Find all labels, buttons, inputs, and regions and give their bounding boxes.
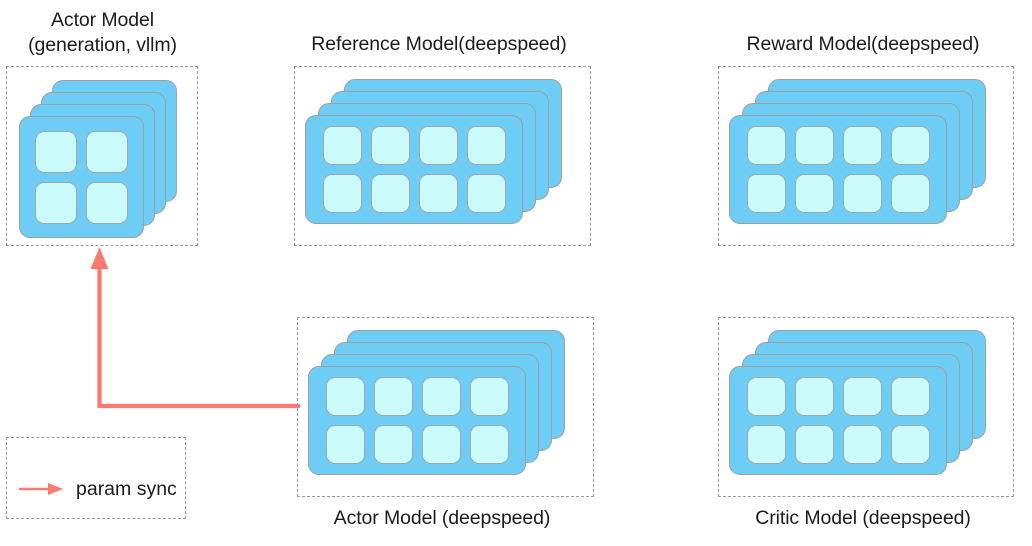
card-stack-reward[interactable] [718,66,1014,246]
card-cell [421,425,461,464]
arrow-right-icon [19,483,63,495]
card-cell [842,377,882,416]
card-cell [842,425,882,464]
card-cell [746,377,786,416]
legend-boundary [6,437,186,519]
card-front[interactable] [19,116,144,238]
card-cell [469,425,509,464]
card-cell [794,377,834,416]
card-stack-actor-vllm[interactable] [6,66,198,246]
card-cell [370,126,410,165]
group-title-reward: Reward Model(deepspeed) [746,33,980,55]
card-cell [746,425,786,464]
card-cell [418,126,458,165]
param-sync-arrow-path [97,265,300,409]
card-cell [794,174,834,213]
card-stack-reference[interactable] [294,66,591,246]
card-cell [890,174,930,213]
group-boundary-reward [718,66,1014,246]
card-cell [746,174,786,213]
card-cell [86,181,128,224]
legend-label-param-sync: param sync [76,478,177,500]
group-title-critic: Critic Model (deepspeed) [755,507,971,529]
group-boundary-reference [294,66,591,246]
group-title-actor-deepspeed: Actor Model (deepspeed) [333,507,551,529]
card-cell [890,126,930,165]
card-cell [35,130,77,173]
card-stack-critic[interactable] [718,317,1014,497]
card-cell [370,174,410,213]
card-cell [325,425,365,464]
card-cell [86,130,128,173]
card-cell [794,425,834,464]
card-cell [746,126,786,165]
card-front[interactable] [308,366,526,475]
group-boundary-actor-vllm [6,66,198,246]
card-cell [469,377,509,416]
card-front[interactable] [729,115,947,224]
card-front[interactable] [729,366,947,475]
card-cell [418,174,458,213]
card-cell [373,425,413,464]
card-stack-actor-deepspeed[interactable] [297,317,594,497]
group-boundary-critic [718,317,1014,497]
card-cell [325,377,365,416]
card-cell [890,425,930,464]
card-cell [466,174,506,213]
card-cell [842,174,882,213]
card-front[interactable] [305,115,523,224]
card-cell [794,126,834,165]
card-cell [322,126,362,165]
card-cell [322,174,362,213]
card-cell [890,377,930,416]
group-title-reference: Reference Model(deepspeed) [311,33,567,55]
card-cell [466,126,506,165]
card-cell [35,181,77,224]
param-sync-arrow-head-icon [90,247,109,269]
group-title-actor-vllm: Actor Model (generation, vllm) [28,9,177,56]
card-cell [373,377,413,416]
legend-item-param-sync: param sync [18,478,177,500]
card-cell [842,126,882,165]
card-cell [421,377,461,416]
